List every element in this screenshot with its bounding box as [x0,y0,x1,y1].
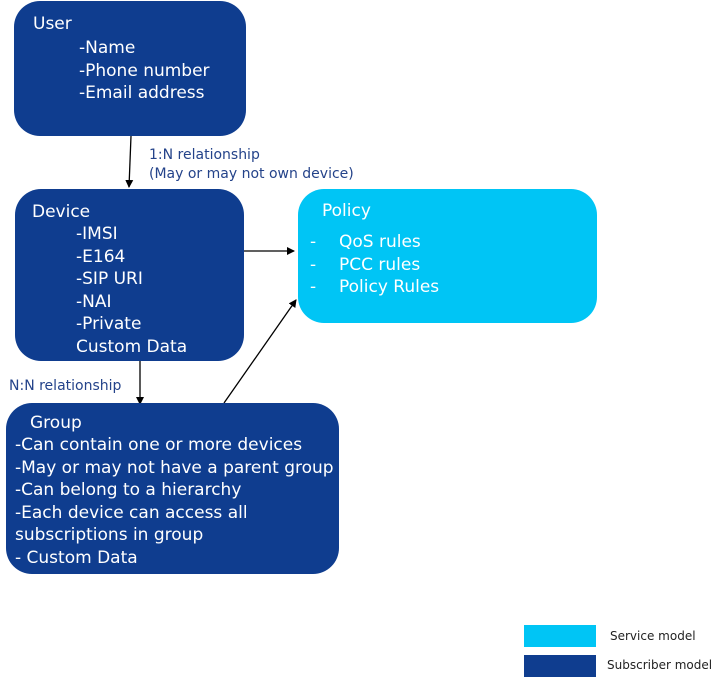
relationship-label-1n-note: (May or may not own device) [149,166,354,182]
group-item-custom-data: - Custom Data [15,547,138,568]
policy-item-pcc-rules: PCC rules [339,254,421,275]
arrow-group-to-policy [223,299,297,404]
arrow-user-to-device [125,135,134,188]
device-item-e164: -E164 [76,246,126,267]
group-title: Group [30,413,82,433]
legend-swatch-service [524,625,596,647]
device-item-custom-data: Custom Data [76,336,188,357]
policy-item-policy-rules: Policy Rules [339,277,440,297]
group-box: Group -Can contain one or more devices -… [6,403,339,574]
policy-bullet-1: - [310,232,317,252]
legend-label-service: Service model [610,629,696,643]
device-item-sip-uri: -SIP URI [76,269,143,289]
group-item-hierarchy: -Can belong to a hierarchy [15,480,242,500]
policy-bullet-2: - [310,254,317,275]
legend-label-subscriber: Subscriber model [607,658,713,672]
legend-swatch-subscriber [524,655,596,677]
device-item-private: -Private [76,314,142,334]
group-item-access-line2: subscriptions in group [15,525,204,545]
relationship-label-nn: N:N relationship [9,378,122,394]
group-item-parent-group: -May or may not have a parent group [15,457,334,478]
policy-box: Policy - QoS rules - PCC rules - Policy … [298,189,597,323]
user-item-email: -Email address [79,83,205,103]
user-box: User -Name -Phone number -Email address [14,1,246,136]
device-item-nai: -NAI [76,291,112,312]
device-title: Device [32,202,91,222]
user-item-phone: -Phone number [79,60,210,81]
user-title: User [33,14,72,34]
user-item-name: -Name [79,38,136,58]
device-item-imsi: -IMSI [76,224,118,244]
group-item-contain-devices: -Can contain one or more devices [15,435,303,455]
policy-title: Policy [322,201,371,221]
policy-item-qos-rules: QoS rules [339,232,421,252]
device-box: Device -IMSI -E164 -SIP URI -NAI -Privat… [15,189,244,361]
group-item-access-line1: -Each device can access all [15,502,248,523]
policy-bullet-3: - [310,277,317,297]
relationship-label-1n: 1:N relationship [149,147,260,163]
